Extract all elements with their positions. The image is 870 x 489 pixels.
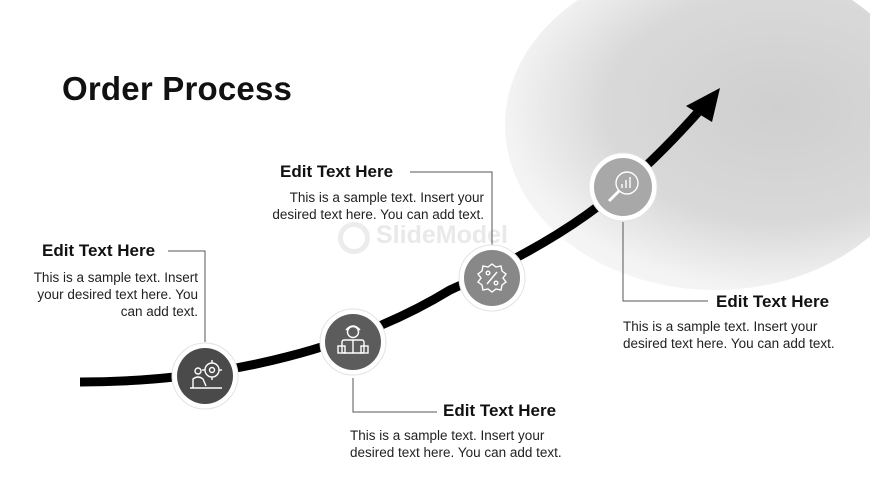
- step-4-heading[interactable]: Edit Text Here: [716, 292, 830, 311]
- connector-line-3: [410, 171, 493, 248]
- search-chart-icon: [607, 171, 639, 203]
- step-3-body[interactable]: This is a sample text. Insert your desir…: [272, 190, 484, 222]
- connector-line-2: [352, 378, 437, 413]
- step-1-heading[interactable]: Edit Text Here: [42, 241, 156, 260]
- background-glow: [505, 0, 870, 290]
- step-2-heading[interactable]: Edit Text Here: [443, 401, 557, 420]
- step-node-1[interactable]: [171, 342, 239, 410]
- connector-line-4: [622, 222, 708, 302]
- growth-curve: [79, 107, 704, 387]
- percent-badge-icon: [477, 263, 507, 293]
- gear-worker-icon: [190, 360, 222, 389]
- step-node-4-fill: [594, 158, 652, 216]
- step-node-2[interactable]: [319, 308, 387, 376]
- step-node-4[interactable]: [588, 152, 658, 222]
- arrow-head-icon: [686, 88, 720, 122]
- step-4-body[interactable]: This is a sample text. Insert your desir…: [623, 319, 835, 351]
- step-1-body[interactable]: This is a sample text. Insert your desir…: [33, 270, 198, 319]
- step-2-body[interactable]: This is a sample text. Insert your desir…: [350, 428, 562, 460]
- delivery-person-icon: [337, 325, 369, 354]
- step-node-1-fill: [177, 348, 233, 404]
- watermark: SlideModel: [376, 221, 508, 249]
- connector-line-1: [168, 250, 206, 342]
- slide-title[interactable]: Order Process: [62, 70, 293, 107]
- step-3-heading[interactable]: Edit Text Here: [280, 162, 394, 181]
- step-node-3[interactable]: [458, 244, 526, 312]
- watermark-logo-icon: [338, 222, 370, 254]
